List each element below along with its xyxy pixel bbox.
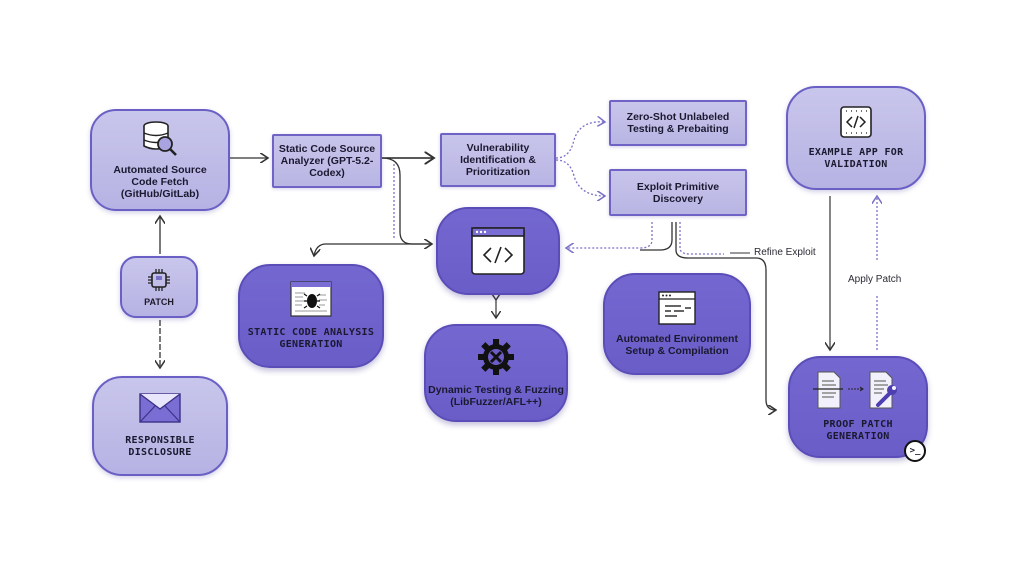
node-zero-shot[interactable]: Zero-Shot Unlabeled Testing & Prebaiting: [609, 100, 747, 146]
node-dynamic-testing-label: Dynamic Testing & Fuzzing (LibFuzzer/AFL…: [428, 384, 564, 408]
edge-vuln-to-zeroshot: [555, 122, 605, 159]
node-vuln-ident-label: Vulnerability Identification & Prioritiz…: [460, 142, 536, 178]
edge-analyzer-to-codewindow: [381, 157, 432, 244]
edge-exploit-to-codewindow: [566, 222, 653, 248]
node-static-analyzer-label: Static Code Source Analyzer (GPT-5.2-Cod…: [278, 143, 376, 179]
node-static-analyzer[interactable]: Static Code Source Analyzer (GPT-5.2-Cod…: [272, 134, 382, 188]
node-patch-label: PATCH: [144, 296, 174, 307]
node-source-fetch-label: Automated Source Code Fetch (GitHub/GitL…: [113, 164, 207, 200]
edge-vuln-to-exploit: [555, 159, 605, 196]
node-responsible-disclosure[interactable]: RESPONSIBLE DISCLOSURE: [92, 376, 228, 476]
node-proof-patch-label: PROOF PATCH GENERATION: [823, 419, 893, 442]
node-static-generation-label: STATIC CODE ANALYSIS GENERATION: [247, 327, 375, 350]
node-zero-shot-label: Zero-Shot Unlabeled Testing & Prebaiting: [626, 111, 730, 135]
terminal-window-icon: [658, 291, 696, 325]
node-dynamic-testing[interactable]: Dynamic Testing & Fuzzing (LibFuzzer/AFL…: [424, 324, 568, 422]
edge-label-apply-patch: Apply Patch: [848, 274, 902, 285]
node-exploit-primitive[interactable]: Exploit Primitive Discovery: [609, 169, 747, 216]
edge-exploit-to-proofpatch: [675, 222, 776, 410]
edge-to-static-generation: [314, 243, 432, 256]
terminal-prompt-icon[interactable]: >_: [904, 440, 926, 462]
edge-exploit-solid: [640, 222, 673, 251]
code-window-icon: [471, 227, 525, 275]
code-file-icon: [840, 106, 872, 138]
node-responsible-disclosure-label: RESPONSIBLE DISCLOSURE: [125, 435, 195, 458]
gear-x-icon: [478, 339, 514, 375]
node-patch[interactable]: PATCH: [120, 256, 198, 318]
chip-icon: [148, 268, 170, 291]
node-proof-patch[interactable]: PROOF PATCH GENERATION: [788, 356, 928, 458]
node-exploit-primitive-label: Exploit Primitive Discovery: [636, 180, 720, 205]
envelope-icon: [139, 393, 181, 423]
node-vuln-ident[interactable]: Vulnerability Identification & Prioritiz…: [440, 133, 556, 187]
document-wrench-icon: [813, 371, 897, 409]
node-example-app[interactable]: EXAMPLE APP FOR VALIDATION: [786, 86, 926, 190]
edge-label-refine-exploit: Refine Exploit: [754, 247, 816, 258]
node-env-setup[interactable]: Automated Environment Setup & Compilatio…: [603, 273, 751, 375]
edge-refine-dotted: [679, 222, 724, 255]
bug-window-icon: [290, 281, 332, 317]
node-code-window[interactable]: [436, 207, 560, 295]
database-search-icon: [143, 121, 177, 156]
node-static-generation[interactable]: STATIC CODE ANALYSIS GENERATION: [238, 264, 384, 368]
node-example-app-label: EXAMPLE APP FOR VALIDATION: [808, 147, 904, 170]
node-source-fetch[interactable]: Automated Source Code Fetch (GitHub/GitL…: [90, 109, 230, 211]
node-env-setup-label: Automated Environment Setup & Compilatio…: [616, 333, 738, 357]
